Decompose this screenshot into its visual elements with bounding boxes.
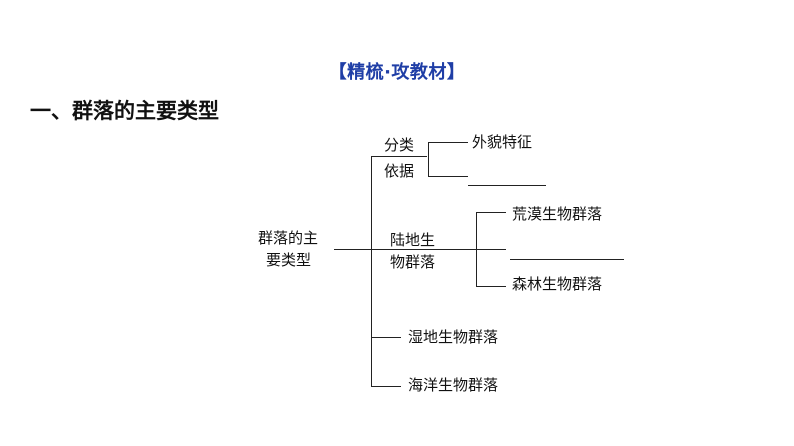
marine-community-label: 海洋生物群落 [408, 376, 499, 394]
terrestrial-label-line2: 物群落 [390, 253, 436, 271]
root-connector [334, 249, 372, 250]
root-label-line2: 要类型 [266, 251, 312, 269]
classification-label-line2: 依据 [384, 162, 415, 180]
branch-marine [371, 386, 401, 387]
terrestrial-blank-line [510, 259, 624, 260]
classification-tick-1 [428, 142, 468, 143]
terrestrial-tick-forest [476, 286, 506, 287]
terrestrial-item-forest: 森林生物群落 [512, 275, 603, 293]
main-trunk [371, 156, 372, 386]
terrestrial-item-desert: 荒漠生物群落 [512, 205, 603, 223]
branch-terrestrial [371, 249, 506, 250]
classification-tick-2 [428, 176, 468, 177]
classification-bracket [428, 142, 429, 176]
terrestrial-tick-desert [476, 212, 506, 213]
branch-wetland [371, 337, 401, 338]
terrestrial-bracket [476, 212, 477, 286]
classification-label-line1: 分类 [384, 136, 415, 154]
terrestrial-label-line1: 陆地生 [390, 231, 436, 249]
section-heading: 一、群落的主要类型 [30, 99, 219, 123]
header-title: 【精梳·攻教材】 [328, 62, 466, 83]
branch-classification [371, 156, 427, 157]
root-label-line1: 群落的主 [258, 229, 319, 247]
wetland-community-label: 湿地生物群落 [408, 328, 499, 346]
classification-blank-line [468, 185, 546, 186]
classification-item-appearance: 外貌特征 [472, 133, 533, 151]
